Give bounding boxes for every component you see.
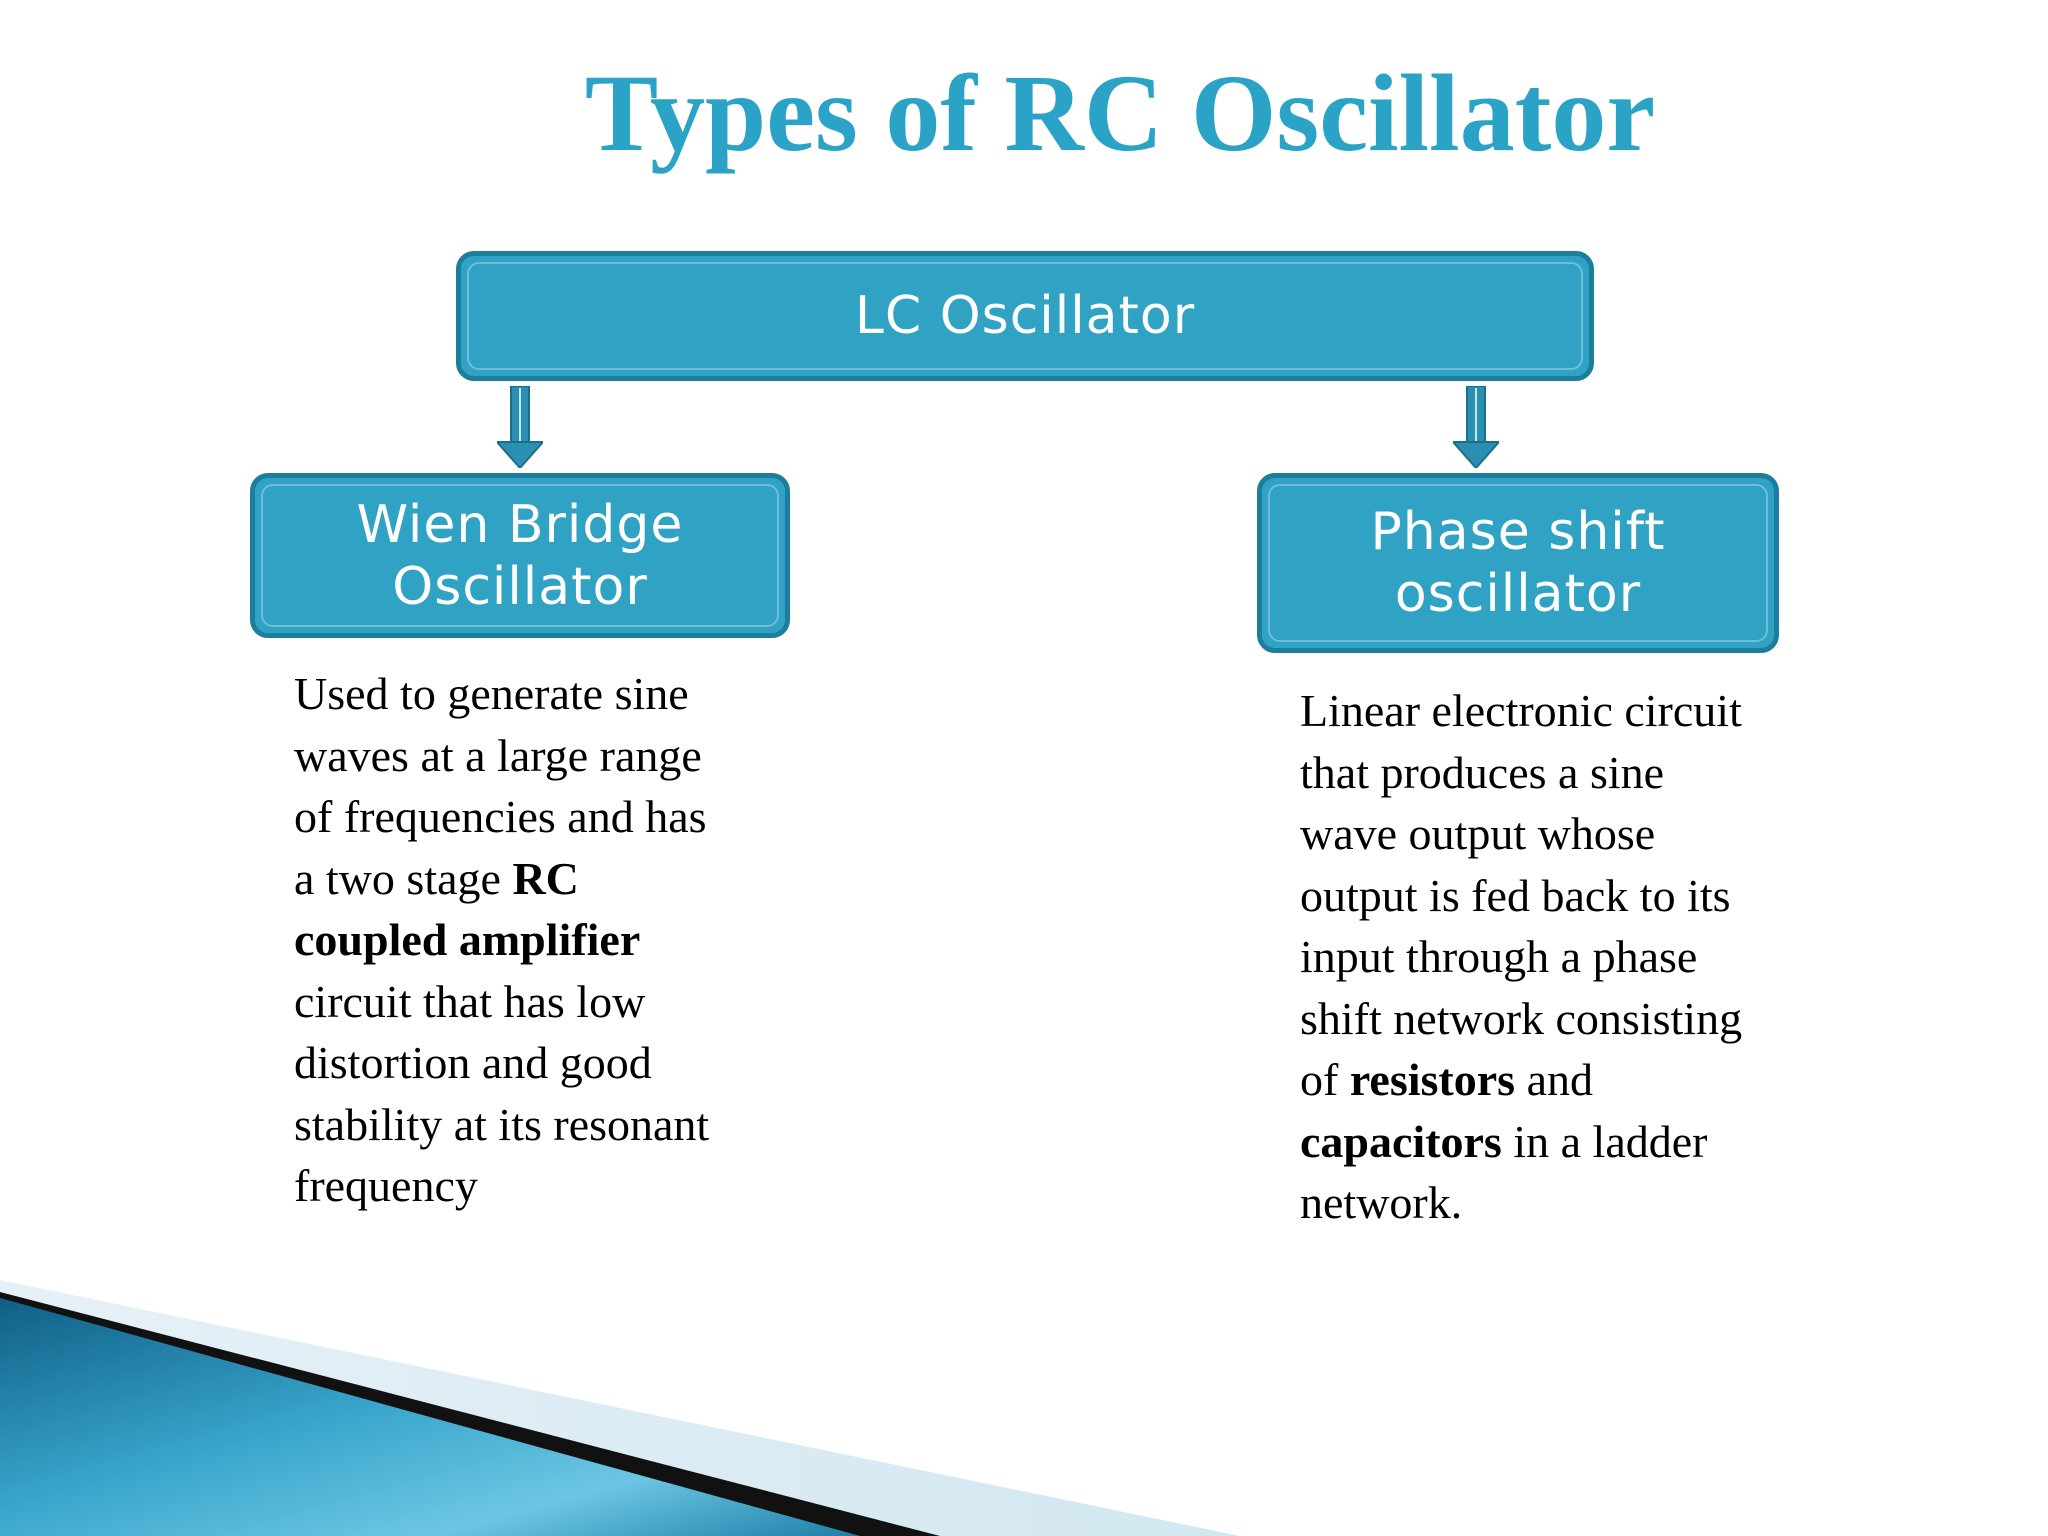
- description-line: network.: [1300, 1172, 1742, 1234]
- decorative-corner-swoosh: [0, 1280, 1240, 1536]
- wien-bridge-label-line: Wien Bridge: [356, 494, 684, 555]
- description-text: of: [1300, 1054, 1350, 1105]
- description-line: input through a phase: [1300, 926, 1742, 988]
- phase-shift-label-line: oscillator: [1394, 564, 1642, 624]
- description-line: that produces a sine: [1300, 742, 1742, 804]
- description-text: shift network consisting: [1300, 992, 1743, 1044]
- description-line: circuit that has low: [294, 971, 709, 1033]
- description-line: stability at its resonant: [294, 1094, 709, 1156]
- description-line: Used to generate sine: [294, 663, 709, 725]
- description-line: a two stage RC: [294, 848, 709, 910]
- description-text: that produces a sine: [1300, 746, 1665, 798]
- wien-bridge-oscillator-box: Wien Bridge Oscillator: [250, 473, 790, 638]
- description-text: output is fed back to its: [1300, 869, 1731, 921]
- description-line: output is fed back to its: [1300, 865, 1742, 927]
- description-line: distortion and good: [294, 1032, 709, 1094]
- description-text: network.: [1300, 1177, 1463, 1228]
- down-arrow-icon-left: [497, 386, 543, 468]
- description-text: Linear electronic circuit: [1300, 685, 1742, 736]
- description-text: Used to generate sine: [294, 668, 689, 719]
- description-line: of frequencies and has: [294, 786, 709, 848]
- description-text: and: [1515, 1054, 1593, 1105]
- description-bold-term: coupled amplifier: [294, 914, 641, 965]
- description-line: frequency: [294, 1155, 709, 1217]
- down-arrow-icon-right: [1453, 386, 1499, 468]
- description-text: stability at its resonant: [294, 1098, 710, 1150]
- description-text: frequency: [294, 1160, 478, 1211]
- description-line: Linear electronic circuit: [1300, 680, 1742, 742]
- description-text: circuit that has low: [294, 975, 646, 1027]
- description-text: input through a phase: [1300, 931, 1698, 982]
- phase-shift-description: Linear electronic circuit that produces a…: [1300, 680, 1742, 1234]
- phase-shift-label-line: Phase shift: [1370, 502, 1666, 562]
- description-bold-term: resistors: [1349, 1054, 1516, 1105]
- lc-oscillator-label: LC Oscillator: [854, 286, 1196, 346]
- slide-title: Types of RC Oscillator: [584, 52, 1656, 174]
- description-line: shift network consisting: [1300, 988, 1742, 1050]
- description-bold-term: RC: [512, 852, 579, 904]
- lc-oscillator-box: LC Oscillator: [456, 251, 1594, 381]
- description-line: of resistors and: [1300, 1049, 1742, 1111]
- description-text: in a ladder: [1501, 1115, 1708, 1167]
- description-text: of frequencies and has: [294, 791, 707, 842]
- description-text: a two stage: [294, 852, 513, 904]
- description-line: wave output whose: [1300, 803, 1742, 865]
- description-text: waves at a large range: [294, 729, 702, 781]
- description-text: distortion and good: [294, 1037, 652, 1088]
- phase-shift-label: Phase shift oscillator: [1370, 501, 1665, 625]
- description-line: coupled amplifier: [294, 909, 709, 971]
- wien-bridge-description: Used to generate sine waves at a large ra…: [294, 663, 709, 1217]
- description-line: capacitors in a ladder: [1300, 1111, 1742, 1173]
- description-line: waves at a large range: [294, 725, 709, 787]
- description-text: wave output whose: [1300, 808, 1656, 859]
- wien-bridge-label-line: Oscillator: [392, 556, 648, 617]
- description-bold-term: capacitors: [1300, 1115, 1502, 1167]
- wien-bridge-label: Wien Bridge Oscillator: [357, 494, 684, 618]
- phase-shift-oscillator-box: Phase shift oscillator: [1257, 473, 1779, 653]
